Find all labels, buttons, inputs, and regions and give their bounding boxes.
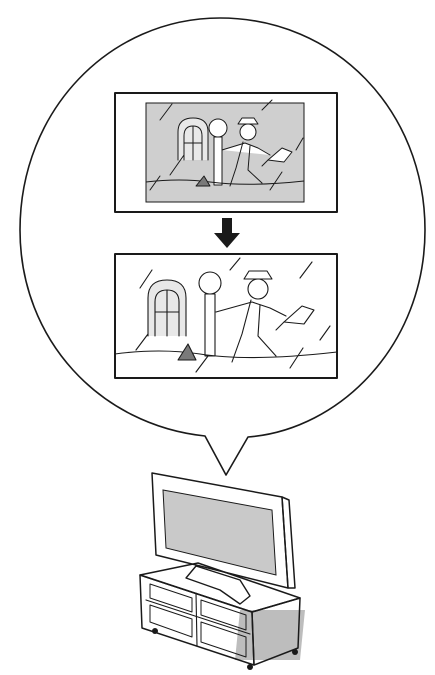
down-arrow-icon <box>214 218 240 248</box>
scene-after <box>115 258 337 372</box>
panel-after <box>115 254 337 378</box>
tv-monitor <box>152 473 295 588</box>
callout-bubble <box>20 18 425 475</box>
panel-before <box>115 93 337 212</box>
tv-set <box>140 473 305 670</box>
